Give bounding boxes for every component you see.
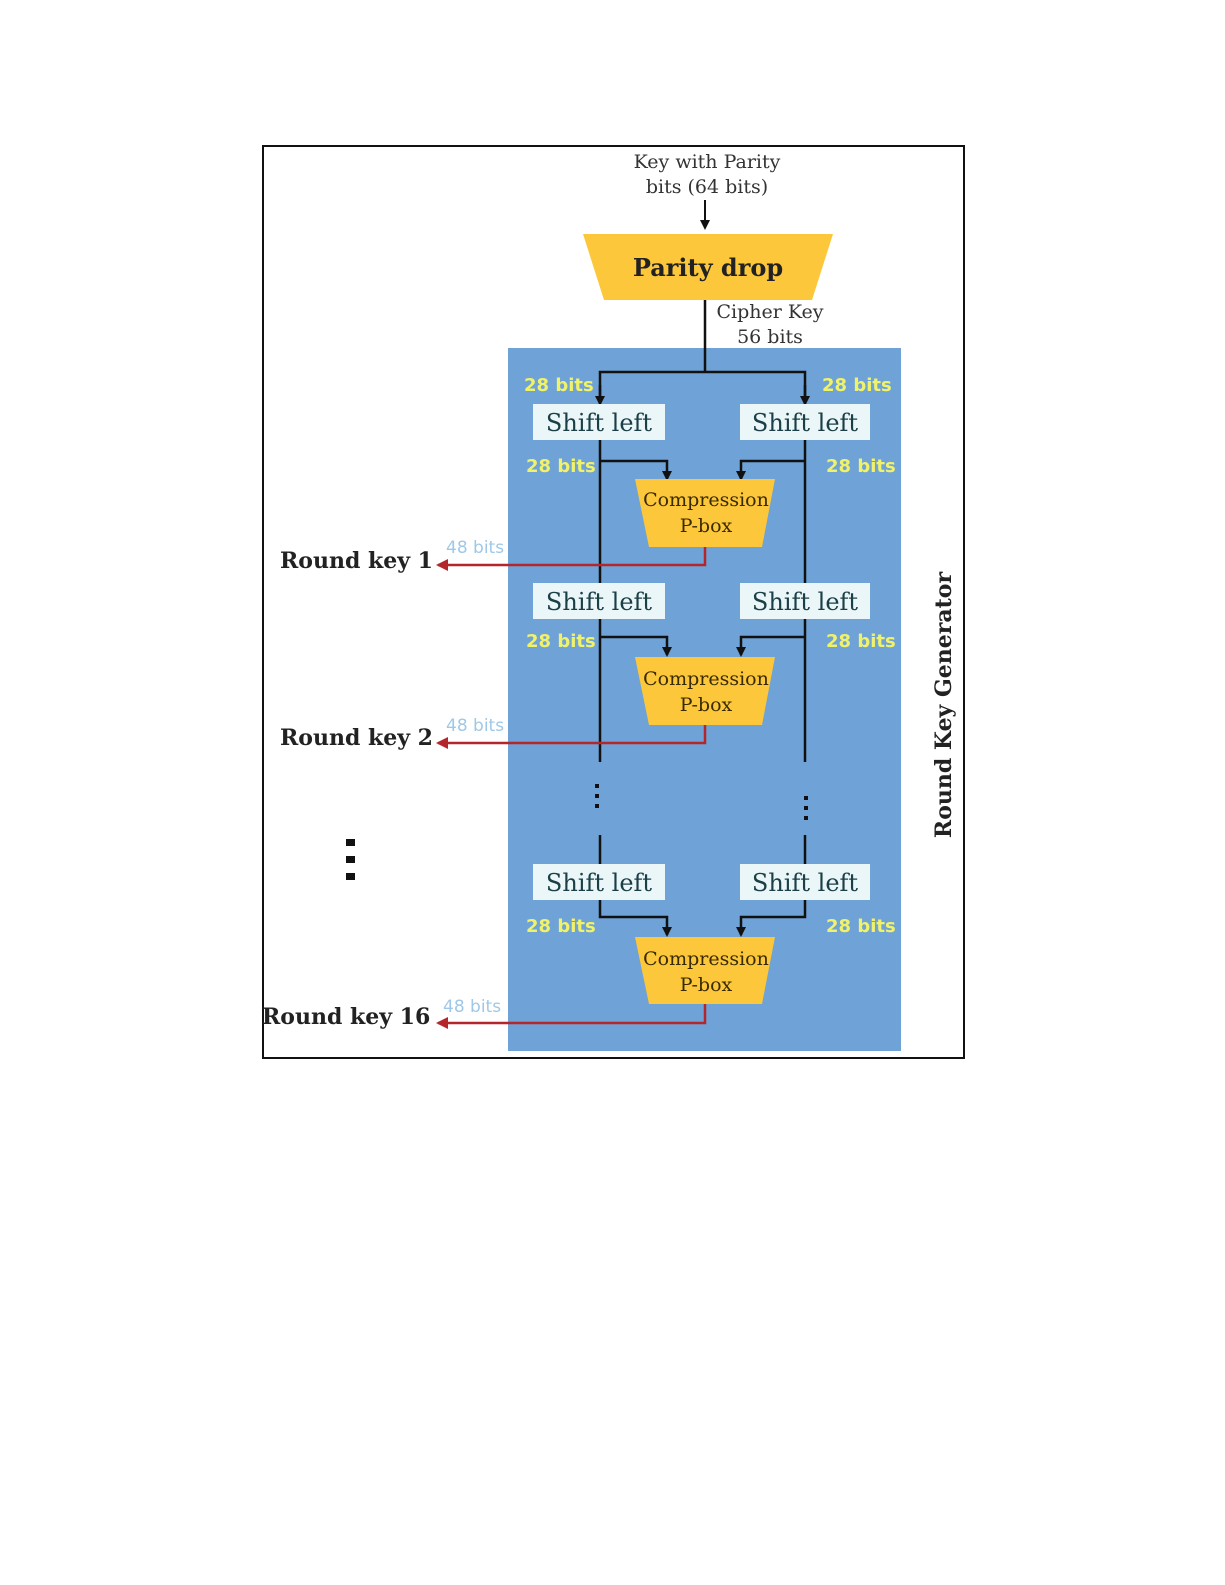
split-bits-left: 28 bits [524, 375, 594, 396]
round-key-generator-label: Round Key Generator [931, 572, 957, 839]
bits-left: 28 bits [526, 916, 596, 937]
compression-pbox [635, 657, 775, 725]
shift-right-box [740, 404, 870, 440]
round-key-label: Round key 1 [280, 548, 433, 574]
right-continuation-dots [804, 796, 808, 820]
left-to-compression [600, 459, 672, 481]
bits-right: 28 bits [826, 456, 896, 477]
compression-label-line1: Compression [643, 948, 769, 970]
shift-left-box [533, 583, 665, 619]
compression-label-line2: P-box [680, 694, 733, 716]
output-bits: 48 bits [443, 997, 501, 1017]
right-to-compression [736, 900, 807, 937]
round-key-arrow [436, 1004, 707, 1029]
shift-left-label: Shift left [546, 869, 652, 897]
round-16: Shift left Shift left 28 bits 28 bits Co… [262, 864, 896, 1030]
shift-left-box [533, 404, 665, 440]
shift-right-box [740, 583, 870, 619]
right-to-compression [736, 459, 805, 481]
shift-right-label: Shift left [752, 588, 858, 616]
left-to-compression [600, 635, 672, 657]
cipher-key-label-line2: 56 bits [737, 326, 803, 348]
round-2: Shift left Shift left 28 bits 28 bits Co… [280, 583, 896, 751]
shift-right-box [740, 864, 870, 900]
bits-right: 28 bits [826, 916, 896, 937]
output-bits: 48 bits [446, 538, 504, 558]
parity-drop-label: Parity drop [633, 253, 783, 282]
bits-left: 28 bits [526, 456, 596, 477]
compression-label-line1: Compression [643, 668, 769, 690]
round-key-label: Round key 16 [262, 1004, 430, 1030]
round-1: Shift left Shift left 28 bits 28 bits Co… [280, 404, 896, 574]
cipher-key-label-line1: Cipher Key [716, 301, 823, 323]
shift-left-box [533, 864, 665, 900]
output-bits: 48 bits [446, 716, 504, 736]
left-continuation-dots [595, 784, 599, 808]
parity-drop-box [583, 234, 833, 300]
compression-pbox [635, 937, 775, 1004]
compression-label-line2: P-box [680, 515, 733, 537]
shift-left-label: Shift left [546, 409, 652, 437]
split-bits-right: 28 bits [822, 375, 892, 396]
round-key-arrow [436, 547, 707, 571]
shift-right-label: Shift left [752, 409, 858, 437]
compression-pbox [635, 479, 775, 547]
compression-label-line2: P-box [680, 974, 733, 996]
bits-left: 28 bits [526, 631, 596, 652]
input-label-line1: Key with Parity [634, 151, 781, 173]
round-key-label: Round key 2 [280, 725, 433, 751]
left-to-compression [598, 900, 672, 937]
compression-label-line1: Compression [643, 489, 769, 511]
right-to-compression [736, 635, 805, 657]
bits-right: 28 bits [826, 631, 896, 652]
shift-right-label: Shift left [752, 869, 858, 897]
round-key-arrow [436, 725, 707, 749]
input-label-line2: bits (64 bits) [646, 176, 768, 198]
shift-left-label: Shift left [546, 588, 652, 616]
round-key-ellipsis [346, 839, 355, 880]
